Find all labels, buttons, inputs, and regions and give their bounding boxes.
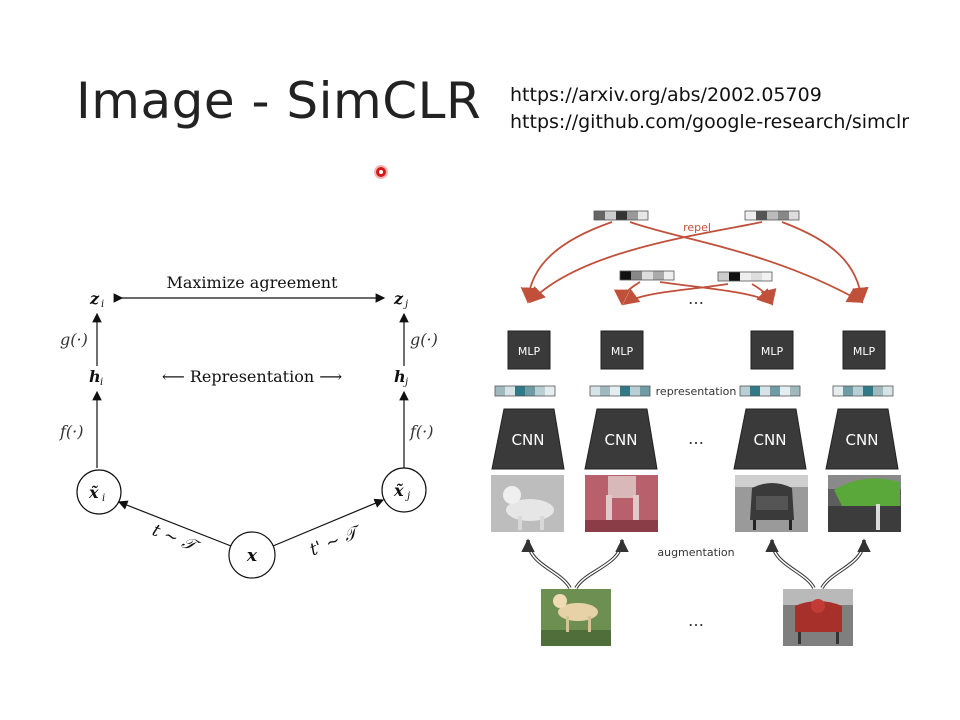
repel-arc-4: [781, 221, 869, 304]
projection-vector-4: [717, 271, 773, 282]
representation-vector-4: [832, 385, 894, 397]
representation-vector-2: [589, 385, 651, 397]
cnn-block-1: CNN: [491, 408, 565, 470]
svg-text:MLP: MLP: [611, 345, 634, 358]
augmentation-arrow-4: [821, 538, 871, 589]
cnn-block-3: CNN: [733, 408, 807, 470]
augmentation-arrow-3: [765, 538, 815, 589]
h-j-label: h: [394, 367, 406, 386]
x-input-node: [228, 531, 276, 579]
f-func-left: f(·): [59, 422, 84, 441]
cnn-block-2: CNN: [584, 408, 658, 470]
reference-links: https://arxiv.org/abs/2002.05709 https:/…: [510, 82, 909, 136]
x-i-subscript: i: [102, 493, 105, 504]
ellipsis-middle: …: [688, 429, 704, 448]
augmentation-arrow-1: [521, 538, 571, 589]
original-chair-image: [783, 589, 853, 646]
mlp-block-1: MLP: [507, 330, 551, 370]
x-j-node: [381, 467, 427, 513]
augmentation-label: augmentation: [657, 546, 734, 559]
z-i-label: z: [89, 289, 100, 308]
svg-text:CNN: CNN: [605, 431, 638, 449]
augmented-dog-grayscale-image: [491, 475, 564, 532]
svg-text:MLP: MLP: [761, 345, 784, 358]
x-input-label: x: [246, 546, 258, 566]
repel-arc-7: [622, 283, 729, 306]
slide-title: Image - SimCLR: [76, 72, 482, 130]
t-prime-transform-label: t' ~ 𝒯: [307, 521, 365, 560]
simclr-framework-diagram: Maximize agreement z i g(·) h i f(·) x̃ …: [59, 273, 438, 579]
augmented-dog-crop-red-image: [585, 475, 658, 532]
g-func-right: g(·): [410, 330, 438, 349]
x-i-label: x̃: [88, 483, 99, 502]
representation-label-left: ⟵ Representation ⟶: [162, 367, 342, 386]
mlp-block-3: MLP: [750, 330, 794, 370]
repel-arc-2: [629, 221, 864, 303]
augment-arrow-right: [272, 498, 385, 547]
x-i-node: [76, 469, 122, 515]
laser-pointer-icon: [376, 167, 386, 177]
repel-label: repel: [683, 221, 711, 234]
g-func-left: g(·): [60, 330, 88, 349]
h-j-subscript: j: [403, 377, 408, 388]
z-j-subscript: j: [403, 299, 408, 310]
z-j-label: z: [393, 289, 404, 308]
augmentation-arrow-2: [575, 538, 629, 589]
svg-text:CNN: CNN: [846, 431, 879, 449]
augment-arrow-left: [117, 500, 232, 547]
augmented-chair-grayscale-image: [735, 475, 808, 532]
projection-vector-1: [593, 210, 649, 221]
projection-vector-2: [744, 210, 800, 221]
svg-text:MLP: MLP: [853, 345, 876, 358]
github-link[interactable]: https://github.com/google-research/simcl…: [510, 111, 910, 133]
repel-arc-1: [520, 221, 613, 304]
svg-text:CNN: CNN: [512, 431, 545, 449]
repel-arc-8: [751, 283, 777, 306]
ellipsis-bottom: …: [688, 611, 704, 630]
h-i-subscript: i: [100, 377, 103, 388]
augmented-chair-green-image: [828, 475, 901, 532]
x-j-label: x̃: [393, 481, 404, 500]
maximize-agreement-label: Maximize agreement: [166, 273, 338, 292]
h-i-label: h: [89, 367, 101, 386]
mlp-block-2: MLP: [600, 330, 644, 370]
projection-vector-3: [619, 270, 675, 281]
representation-label: representation: [656, 385, 737, 398]
simclr-illustration: repel … MLP MLP MLP MLP representation: [491, 210, 901, 646]
mlp-block-4: MLP: [842, 330, 886, 370]
repel-arc-3: [528, 221, 763, 304]
svg-text:MLP: MLP: [518, 345, 541, 358]
f-func-right: f(·): [409, 422, 434, 441]
cnn-block-4: CNN: [825, 408, 899, 470]
z-i-subscript: i: [101, 299, 104, 310]
representation-vector-1: [494, 385, 556, 397]
representation-vector-3: [739, 385, 801, 397]
x-j-subscript: j: [405, 491, 410, 502]
original-dog-image: [541, 589, 611, 646]
svg-text:CNN: CNN: [754, 431, 787, 449]
ellipsis-top: …: [688, 289, 704, 308]
t-transform-label: t ~ 𝒯: [149, 520, 203, 557]
arxiv-link[interactable]: https://arxiv.org/abs/2002.05709: [510, 84, 822, 106]
